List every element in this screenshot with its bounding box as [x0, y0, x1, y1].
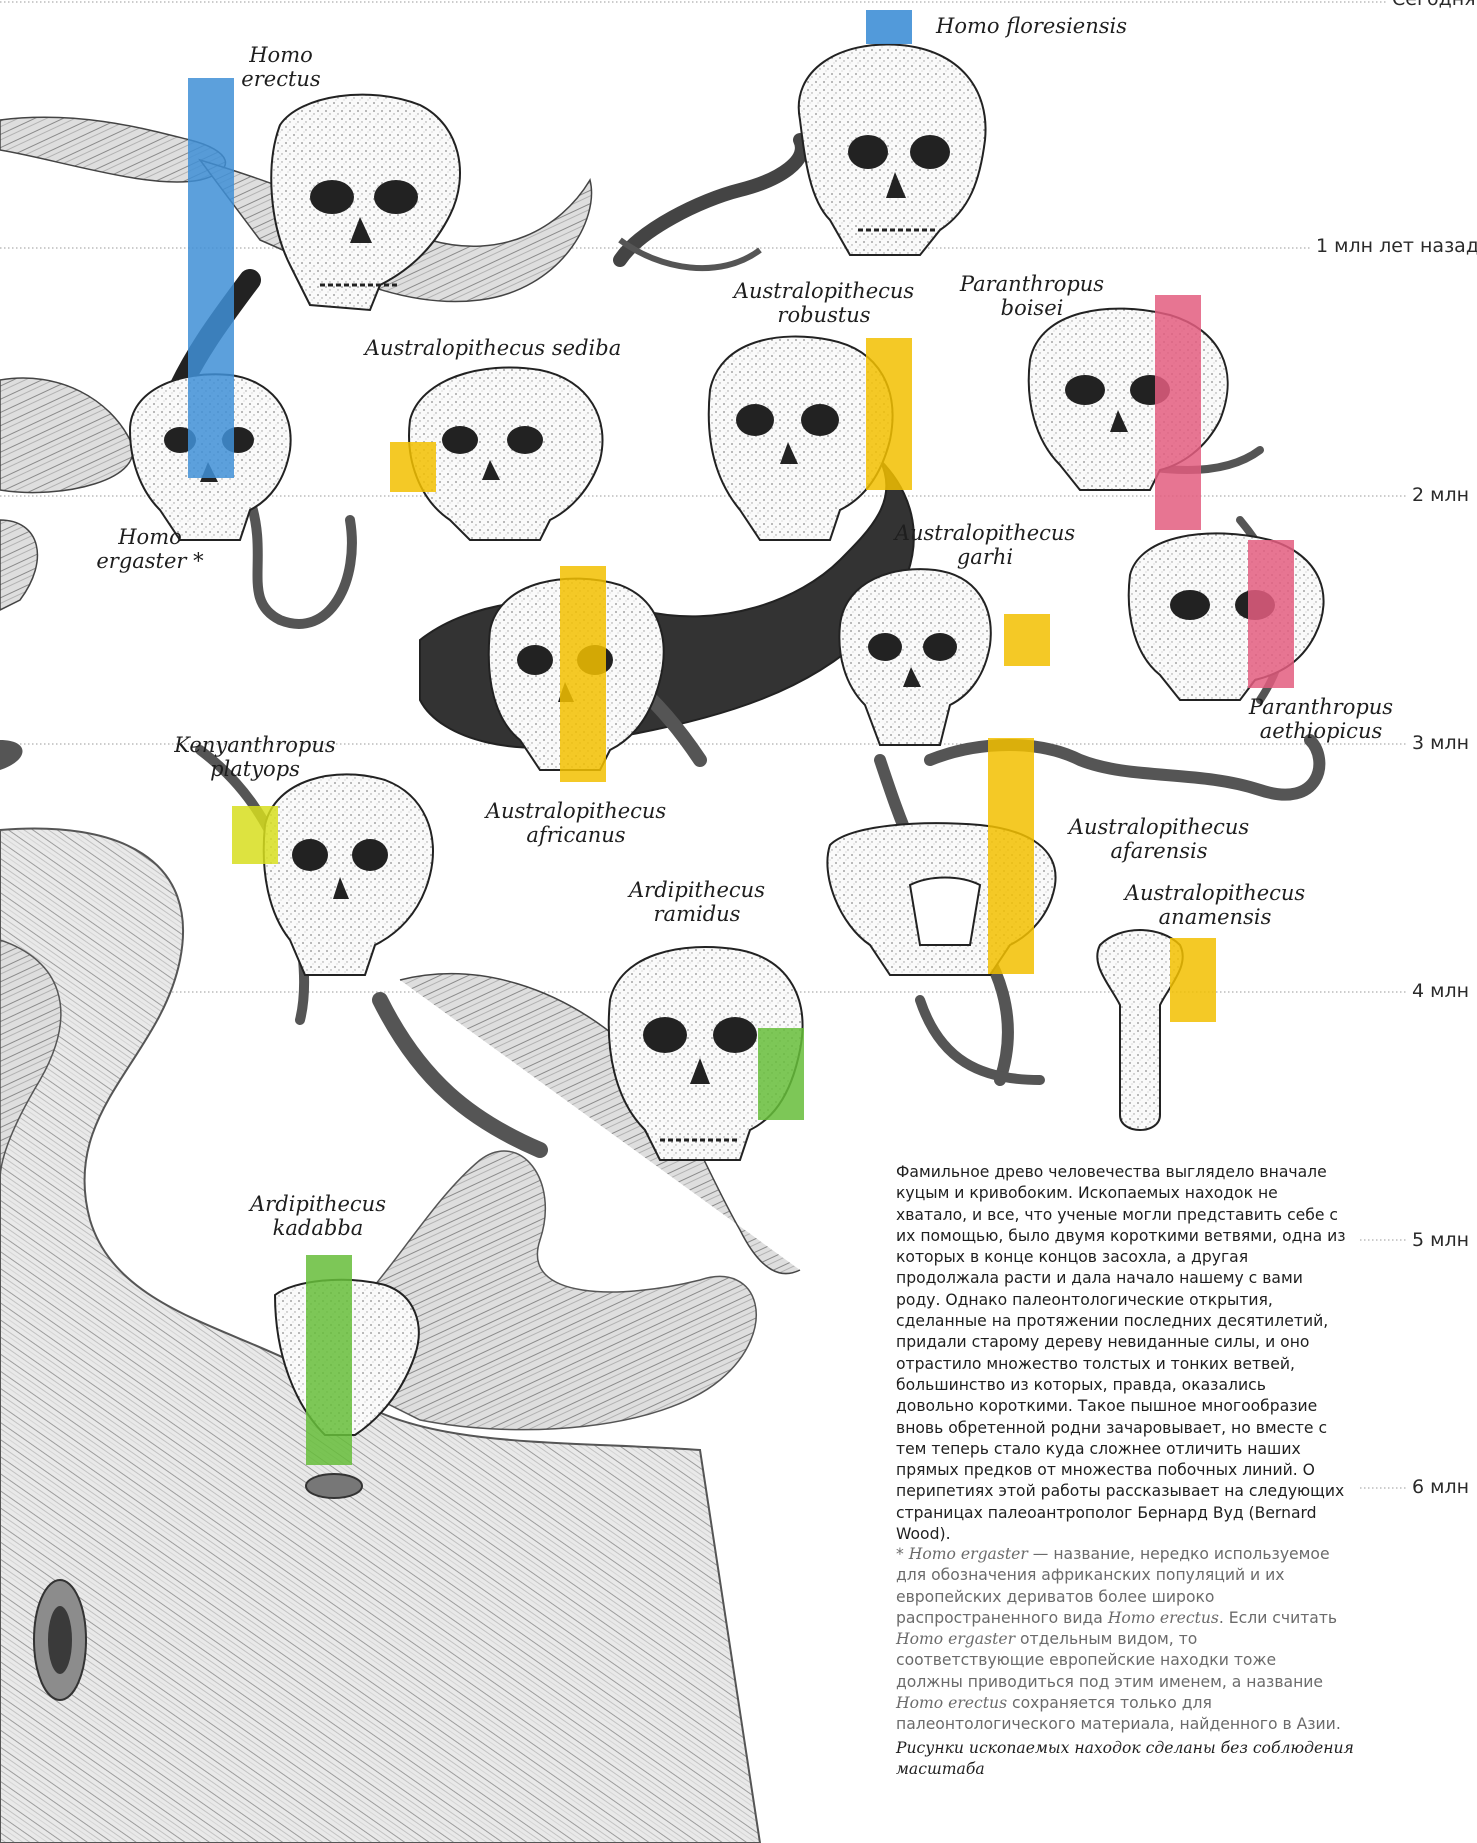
skull-icon	[839, 569, 990, 745]
time-label-5m: 5 млн	[1406, 1229, 1469, 1251]
skull-icon	[1129, 533, 1324, 700]
skull-icon	[409, 367, 602, 540]
species-label-australopithecus-anamensis: Australopithecus anamensis	[1125, 881, 1305, 929]
range-bar-paranthropus-boisei	[1155, 295, 1201, 530]
skull-icon	[264, 774, 433, 975]
footnote-term: Homo ergaster	[909, 1545, 1028, 1563]
species-label-australopithecus-africanus: Australopithecus africanus	[486, 799, 666, 847]
range-bar-ardipithecus-ramidus	[758, 1028, 804, 1120]
species-label-homo-floresiensis: Homo floresiensis	[936, 14, 1127, 38]
range-bar-kenyanthropus-platyops	[232, 806, 278, 864]
skull-icon	[709, 337, 893, 540]
time-label-6m: 6 млн	[1406, 1476, 1469, 1498]
range-bar-australopithecus-afarensis	[988, 738, 1034, 974]
time-label-2m: 2 млн	[1406, 484, 1469, 506]
range-bar-paranthropus-aethiopicus	[1248, 540, 1294, 688]
species-label-paranthropus-boisei: Paranthropus boisei	[960, 272, 1104, 320]
time-label-4m: 4 млн	[1406, 980, 1469, 1002]
range-bar-homo-floresiensis	[866, 10, 912, 44]
species-label-australopithecus-afarensis: Australopithecus afarensis	[1069, 815, 1249, 863]
range-bar-australopithecus-garhi	[1004, 614, 1050, 666]
scale-note: Рисунки ископаемых находок сделаны без с…	[896, 1738, 1356, 1781]
time-label-today: Сегодня	[1386, 0, 1476, 10]
species-label-australopithecus-garhi: Australopithecus garhi	[895, 521, 1075, 569]
footnote-term: Homo ergaster	[896, 1630, 1015, 1648]
species-label-homo-ergaster: Homo ergaster *	[96, 525, 203, 573]
species-label-kenyanthropus-platyops: Kenyanthropus platyops	[174, 733, 335, 781]
footnote-term: Homo erectus	[1108, 1609, 1219, 1627]
footnote: * Homo ergaster — название, нередко испо…	[896, 1544, 1346, 1736]
species-label-australopithecus-robustus: Australopithecus robustus	[734, 279, 914, 327]
intro-paragraph: Фамильное древо человечества выглядело в…	[896, 1162, 1346, 1545]
time-label-3m: 3 млн	[1406, 732, 1469, 754]
species-label-ardipithecus-kadabba: Ardipithecus kadabba	[250, 1192, 386, 1240]
range-bar-australopithecus-anamensis	[1170, 938, 1216, 1022]
range-bar-australopithecus-sediba	[390, 442, 436, 492]
range-bar-ardipithecus-kadabba	[306, 1255, 352, 1465]
footnote-term: Homo erectus	[896, 1694, 1007, 1712]
species-label-paranthropus-aethiopicus: Paranthropus aethiopicus	[1249, 695, 1393, 743]
footnote-part: . Если считать	[1219, 1609, 1337, 1627]
range-bar-homo-erectus	[188, 78, 234, 478]
range-bar-australopithecus-robustus	[866, 338, 912, 490]
species-label-homo-erectus: Homo erectus	[241, 43, 320, 91]
skull-icon	[799, 44, 986, 255]
species-label-ardipithecus-ramidus: Ardipithecus ramidus	[629, 878, 765, 926]
time-label-1m: 1 млн лет назад	[1310, 235, 1477, 257]
species-label-australopithecus-sediba: Australopithecus sediba	[365, 336, 621, 360]
jaw-fragment-icon	[1097, 930, 1182, 1130]
range-bar-australopithecus-africanus	[560, 566, 606, 782]
footnote-star: *	[896, 1545, 909, 1563]
